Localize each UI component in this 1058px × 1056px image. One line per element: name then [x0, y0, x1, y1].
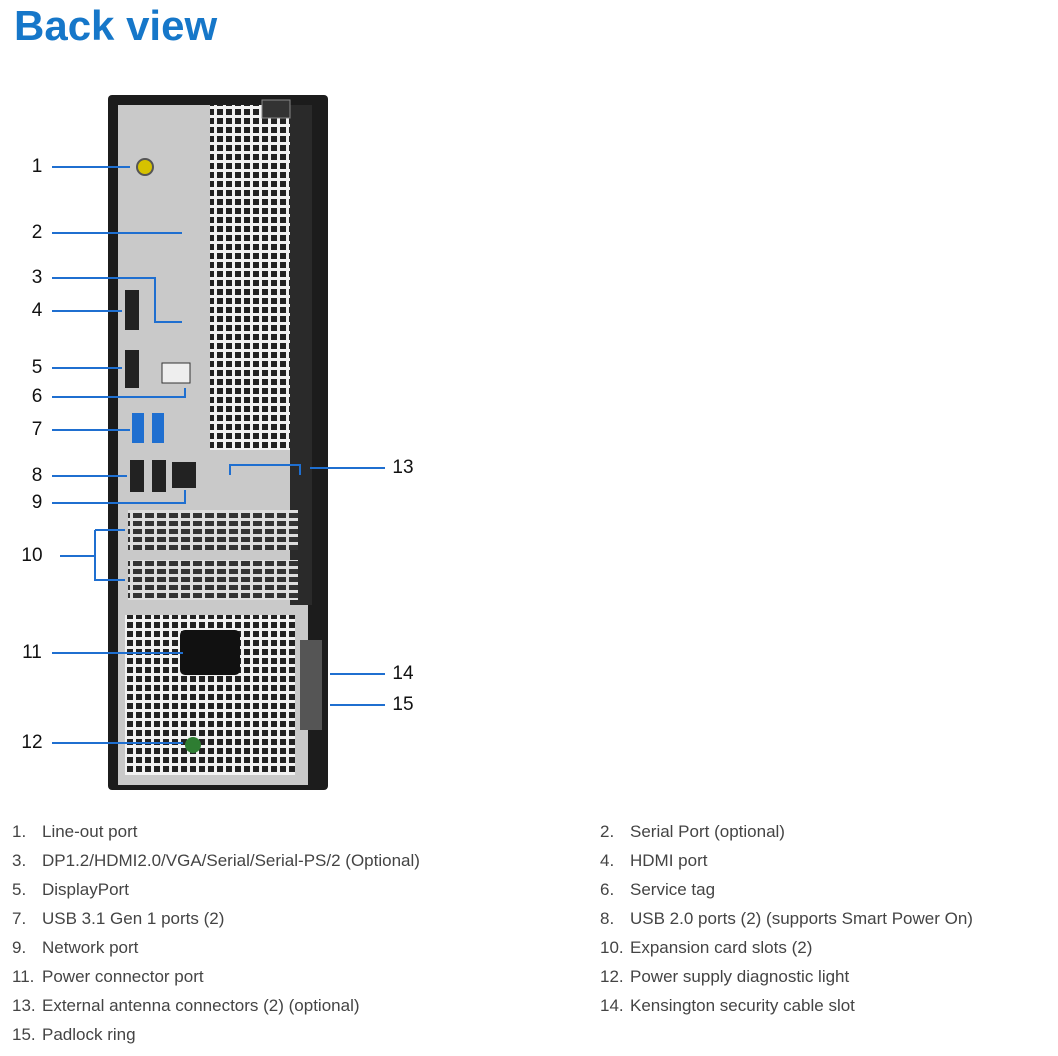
legend-text: DisplayPort [42, 880, 129, 899]
network-port [172, 462, 196, 488]
callout-7: 7 [31, 419, 43, 440]
callout-14: 14 [392, 663, 414, 684]
legend-text: Padlock ring [42, 1025, 136, 1044]
legend-item: 10. Expansion card slots (2) [600, 938, 812, 958]
page-title: Back view [14, 2, 218, 49]
legend-item: 2. Serial Port (optional) [600, 822, 785, 842]
legend-item: 13. External antenna connectors (2) (opti… [12, 996, 360, 1016]
legend-item: 7. USB 3.1 Gen 1 ports (2) [12, 909, 224, 929]
vent-grille [210, 105, 290, 450]
legend-item: 11. Power connector port [12, 967, 204, 987]
legend-number: 8. [600, 909, 615, 928]
legend-number: 3. [12, 851, 27, 870]
legend-item: 9. Network port [12, 938, 138, 958]
legend-text: USB 3.1 Gen 1 ports (2) [42, 909, 225, 928]
legend-item: 8. USB 2.0 ports (2) (supports Smart Powe… [600, 909, 973, 929]
legend-item: 4. HDMI port [600, 851, 707, 871]
legend-text: Power supply diagnostic light [630, 967, 850, 986]
usb3-port [132, 413, 144, 443]
legend-item: 1. Line-out port [12, 822, 137, 842]
legend-number: 7. [12, 909, 27, 928]
legend-text: Network port [42, 938, 139, 957]
service-tag [161, 362, 191, 384]
expansion-slot [128, 560, 298, 600]
callout-9: 9 [31, 492, 43, 513]
chassis [108, 95, 328, 790]
legend-text: Line-out port [42, 822, 138, 841]
callout-5: 5 [31, 357, 43, 378]
computer-back-diagram [52, 95, 385, 790]
legend-text: HDMI port [630, 851, 708, 870]
legend-number: 9. [12, 938, 27, 957]
legend-text: Service tag [630, 880, 716, 899]
legend-text: Power connector port [42, 967, 204, 986]
power-connector [180, 630, 240, 675]
legend-text: Kensington security cable slot [630, 996, 855, 1015]
callout-2: 2 [31, 222, 43, 243]
legend-item: 12. Power supply diagnostic light [600, 967, 849, 987]
usb2-port [152, 460, 166, 492]
legend-number: 11. [12, 967, 35, 986]
callout-3: 3 [31, 267, 43, 288]
legend-text: USB 2.0 ports (2) (supports Smart Power … [630, 909, 973, 928]
callout-12: 12 [21, 732, 43, 753]
diagnostic-light [185, 737, 201, 753]
callout-6: 6 [31, 386, 43, 407]
usb2-port [130, 460, 144, 492]
expansion-slot [128, 510, 298, 550]
legend-number: 4. [600, 851, 615, 870]
callout-lines [52, 166, 385, 744]
callout-8: 8 [31, 465, 43, 486]
legend-text: Serial Port (optional) [630, 822, 785, 841]
callout-15: 15 [392, 694, 414, 715]
padlock-ring [300, 640, 322, 730]
legend-number: 1. [12, 822, 27, 841]
legend-number: 12. [600, 967, 624, 986]
hdmi-port [125, 290, 139, 330]
callout-1: 1 [31, 156, 43, 177]
legend-number: 5. [12, 880, 27, 899]
callout-4: 4 [31, 300, 43, 321]
legend-item: 15. Padlock ring [12, 1025, 136, 1045]
callout-10: 10 [21, 545, 43, 566]
usb3-port [152, 413, 164, 443]
line-out-port [136, 158, 154, 176]
legend-item: 14. Kensington security cable slot [600, 996, 855, 1016]
legend-number: 15. [12, 1025, 36, 1044]
legend-number: 2. [600, 822, 615, 841]
legend-number: 13. [12, 996, 36, 1015]
legend-item: 3. DP1.2/HDMI2.0/VGA/Serial/Serial-PS/2 (… [12, 851, 420, 871]
legend-item: 6. Service tag [600, 880, 715, 900]
legend-number: 6. [600, 880, 615, 899]
legend-item: 5. DisplayPort [12, 880, 129, 900]
displayport [125, 350, 139, 388]
legend-text: External antenna connectors (2) (optiona… [42, 996, 360, 1015]
legend-text: Expansion card slots (2) [630, 938, 813, 957]
callout-13: 13 [392, 457, 414, 478]
legend-number: 14. [600, 996, 624, 1015]
legend-number: 10. [600, 938, 624, 957]
callout-11: 11 [22, 642, 42, 663]
legend-text: DP1.2/HDMI2.0/VGA/Serial/Serial-PS/2 (Op… [42, 851, 420, 870]
